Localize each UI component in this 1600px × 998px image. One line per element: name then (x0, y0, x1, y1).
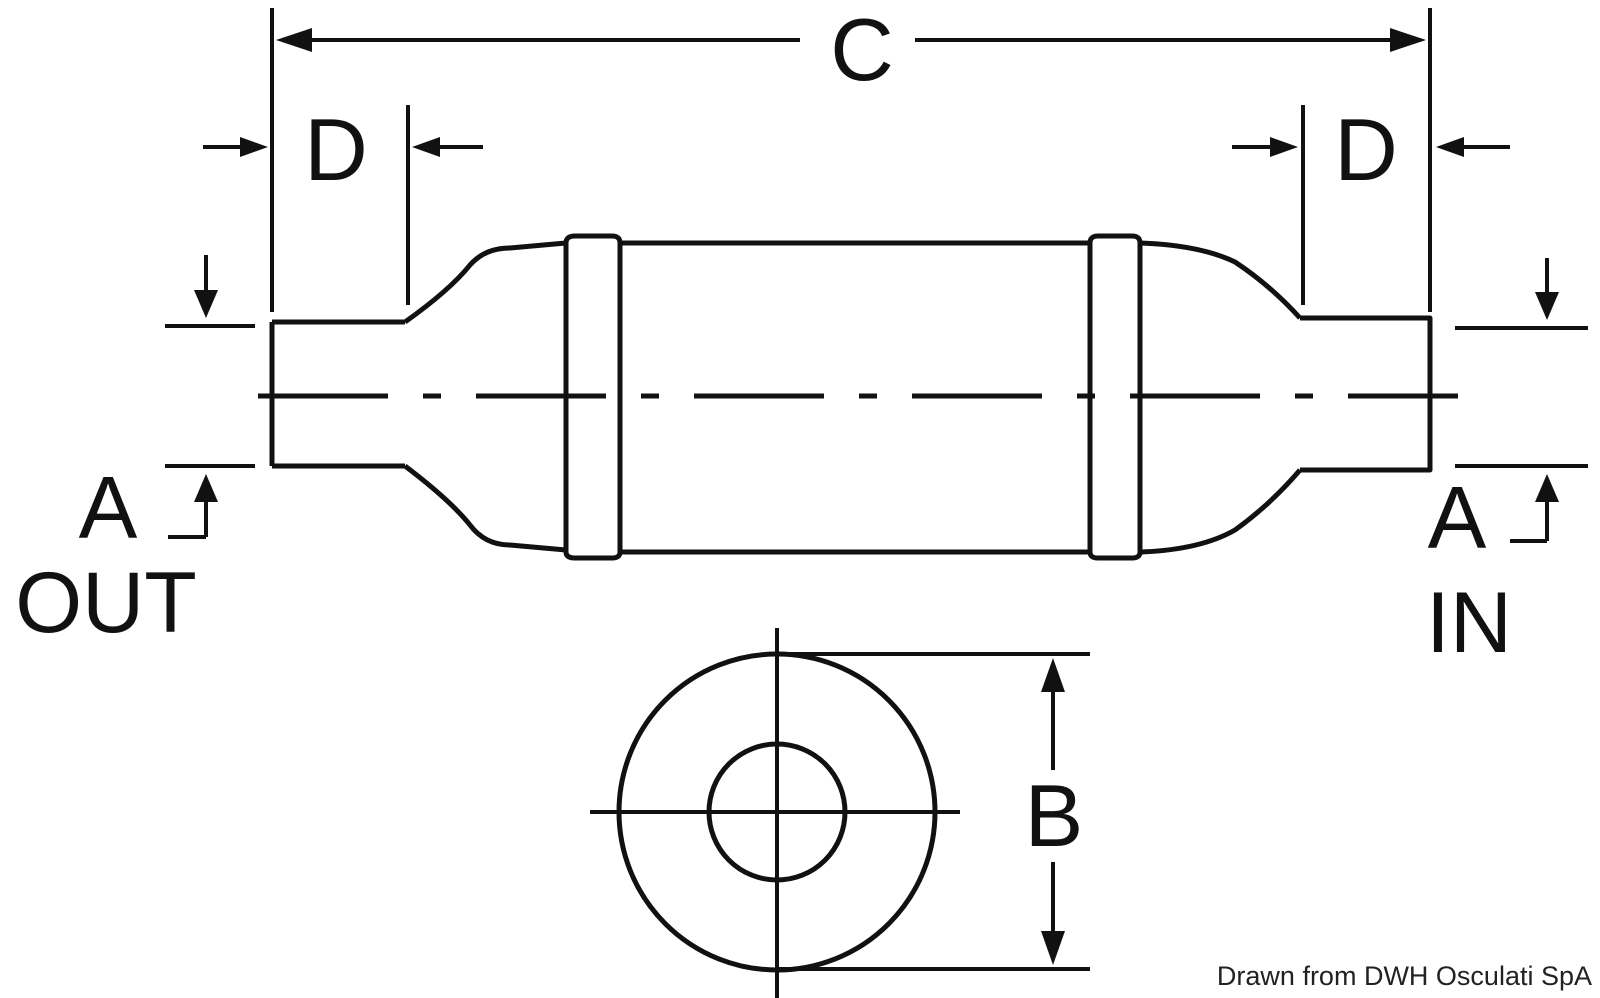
outlet-taper (403, 240, 567, 553)
arrow-left-icon (276, 28, 312, 52)
arrow-left-icon (1436, 137, 1464, 157)
dimension-d-right: D (1232, 100, 1510, 305)
dimension-a-left: A OUT (15, 255, 255, 651)
end-view (590, 628, 960, 998)
arrow-up-icon (194, 474, 218, 502)
arrow-right-icon (1270, 137, 1298, 157)
label-a-left: A (79, 458, 138, 557)
arrow-right-icon (240, 137, 268, 157)
label-d-left: D (304, 100, 368, 199)
inlet-taper (1139, 240, 1302, 555)
dimension-a-right: A IN (1426, 258, 1588, 671)
main-barrel (620, 240, 1090, 555)
dimension-b: B (777, 652, 1090, 971)
label-b: B (1025, 766, 1084, 865)
arrow-right-icon (1390, 28, 1426, 52)
arrow-up-icon (1041, 658, 1065, 692)
outlet-label: OUT (15, 555, 197, 651)
drawing-credit: Drawn from DWH Osculati SpA (1217, 961, 1592, 991)
arrow-down-icon (1041, 931, 1065, 965)
label-d-right: D (1334, 100, 1398, 199)
arrow-down-icon (1535, 292, 1559, 320)
side-view-body (258, 233, 1458, 561)
dimension-d-left: D (203, 100, 483, 305)
label-a-right: A (1428, 468, 1487, 567)
arrow-left-icon (412, 137, 440, 157)
inlet-label: IN (1426, 575, 1512, 671)
arrow-down-icon (194, 290, 218, 318)
dimension-c: C (270, 0, 1432, 312)
arrow-up-icon (1535, 474, 1559, 502)
label-c: C (830, 0, 894, 99)
